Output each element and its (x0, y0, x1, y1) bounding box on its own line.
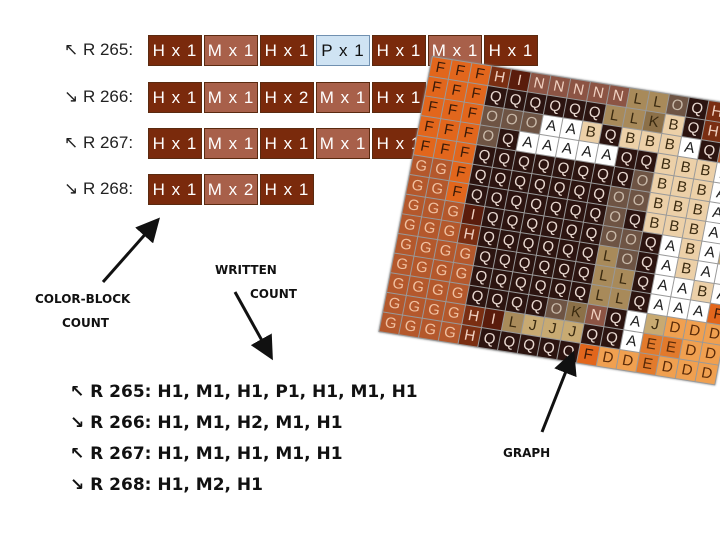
color-block: M x 2 (204, 174, 258, 205)
color-block: M x 1 (316, 128, 370, 159)
color-block: H x 1 (148, 174, 202, 205)
arrow-graph (540, 350, 577, 433)
arrow-color-block (101, 217, 160, 283)
color-block: H x 1 (484, 35, 538, 66)
label-color-block-count: COUNT (62, 316, 109, 330)
row-label: ↘ R 266: (64, 87, 134, 106)
color-block: M x 1 (204, 82, 258, 113)
color-block: H x 1 (148, 128, 202, 159)
row-label: ↖ R 265: (64, 40, 134, 59)
color-block: H x 1 (260, 128, 314, 159)
label-graph: GRAPH (503, 446, 551, 460)
row-label: ↖ R 267: (64, 133, 134, 152)
written-row-268: ↘ R 268: H1, M2, H1 (70, 475, 263, 495)
color-block: H x 1 (148, 82, 202, 113)
color-block: H x 1 (260, 174, 314, 205)
color-block: M x 1 (316, 82, 370, 113)
color-block: H x 1 (372, 82, 426, 113)
written-row-267: ↖ R 267: H1, M1, H1, M1, H1 (70, 444, 343, 464)
written-row-266: ↘ R 266: H1, M1, H2, M1, H1 (70, 413, 343, 433)
color-block: P x 1 (316, 35, 370, 66)
color-block: M x 1 (204, 35, 258, 66)
color-block: H x 1 (372, 35, 426, 66)
color-block: H x 2 (260, 82, 314, 113)
label-color-block: COLOR-BLOCK (35, 292, 131, 306)
arrow-written-count (233, 291, 273, 361)
label-written-count: COUNT (250, 287, 297, 301)
color-block: H x 1 (260, 35, 314, 66)
row-label: ↘ R 268: (64, 179, 134, 198)
label-written: WRITTEN (215, 263, 277, 277)
written-row-265: ↖ R 265: H1, M1, H1, P1, H1, M1, H1 (70, 382, 418, 402)
color-block: H x 1 (148, 35, 202, 66)
color-block: M x 1 (204, 128, 258, 159)
